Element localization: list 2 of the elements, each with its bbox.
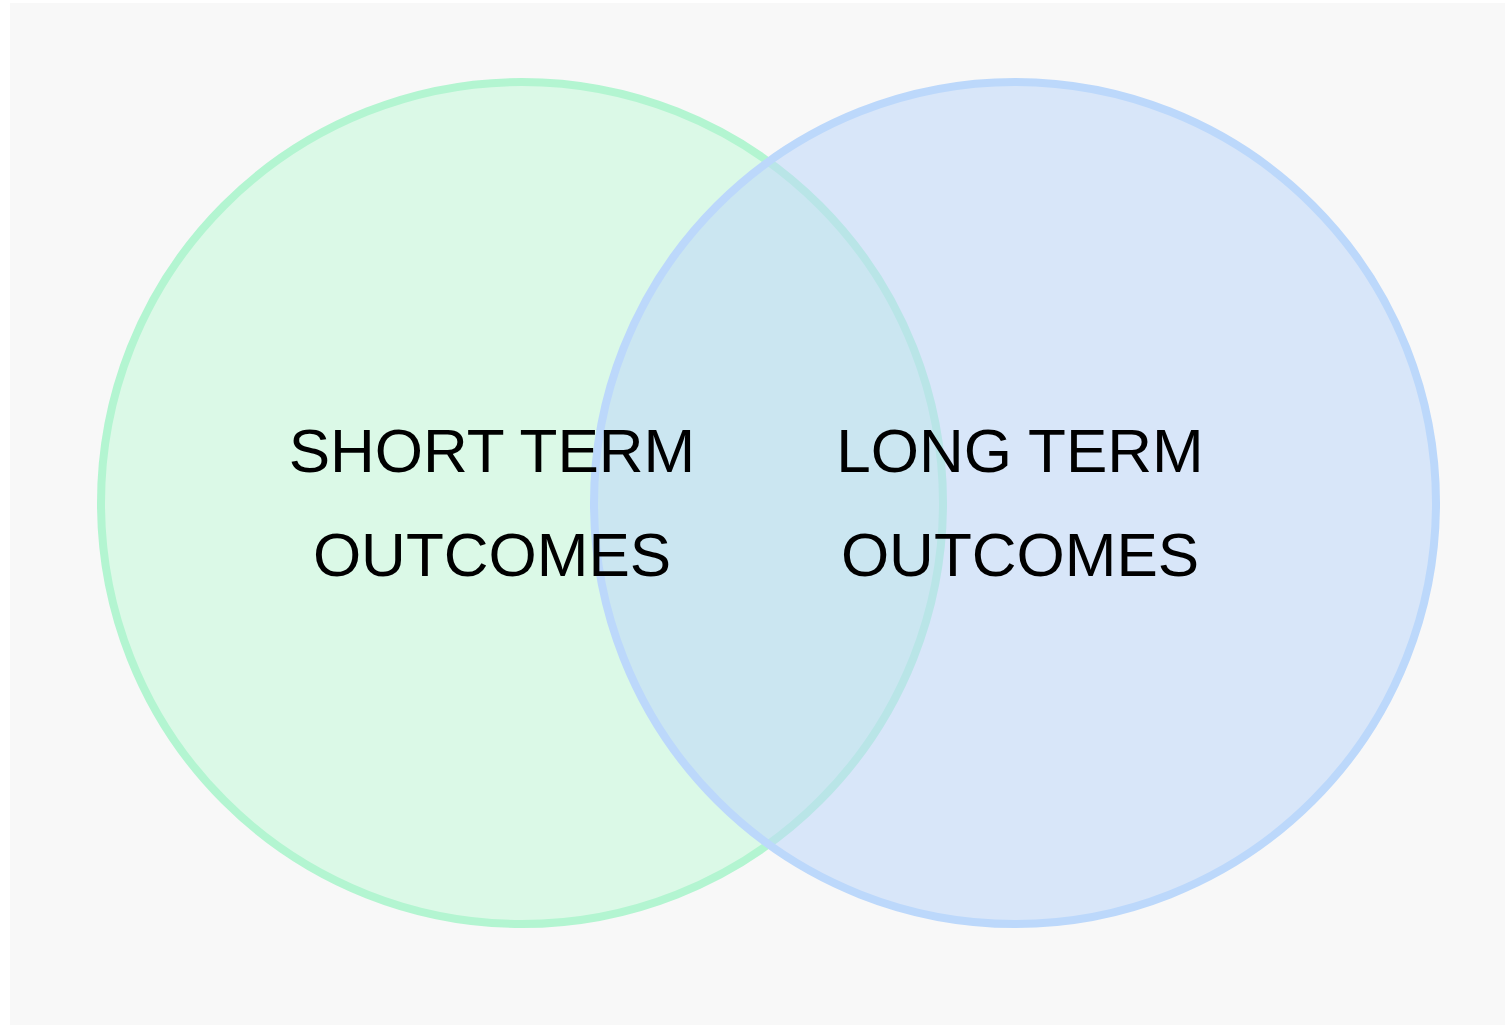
circle-label: SHORT TERM OUTCOMES [287, 415, 697, 591]
circle-label: LONG TERM OUTCOMES [835, 415, 1205, 591]
